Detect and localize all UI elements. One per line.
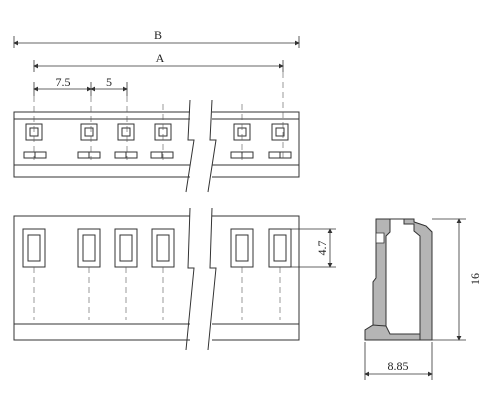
top-centerlines bbox=[33, 72, 284, 160]
dimension-8-85-label: 8.85 bbox=[388, 359, 409, 373]
front-centerlines bbox=[33, 267, 281, 320]
dimension-16 bbox=[432, 218, 466, 341]
dimension-4-7 bbox=[291, 228, 336, 268]
dimension-a-label: A bbox=[156, 51, 165, 65]
dimension-a bbox=[33, 60, 284, 72]
dimension-8-85 bbox=[364, 342, 433, 380]
front-view-cavities bbox=[22, 228, 292, 268]
side-section bbox=[364, 218, 433, 341]
dimension-16-label: 16 bbox=[468, 273, 482, 285]
dimension-pitch bbox=[33, 82, 128, 96]
dimension-4-7-label: 4.7 bbox=[315, 241, 329, 256]
front-view bbox=[13, 207, 300, 351]
pitch-label-5: 5 bbox=[106, 75, 112, 89]
top-view bbox=[13, 99, 300, 193]
dimension-b bbox=[13, 36, 300, 48]
top-view-terminals bbox=[23, 123, 292, 159]
pitch-label-7-5: 7.5 bbox=[56, 75, 71, 89]
dimension-b-label: B bbox=[154, 28, 162, 42]
